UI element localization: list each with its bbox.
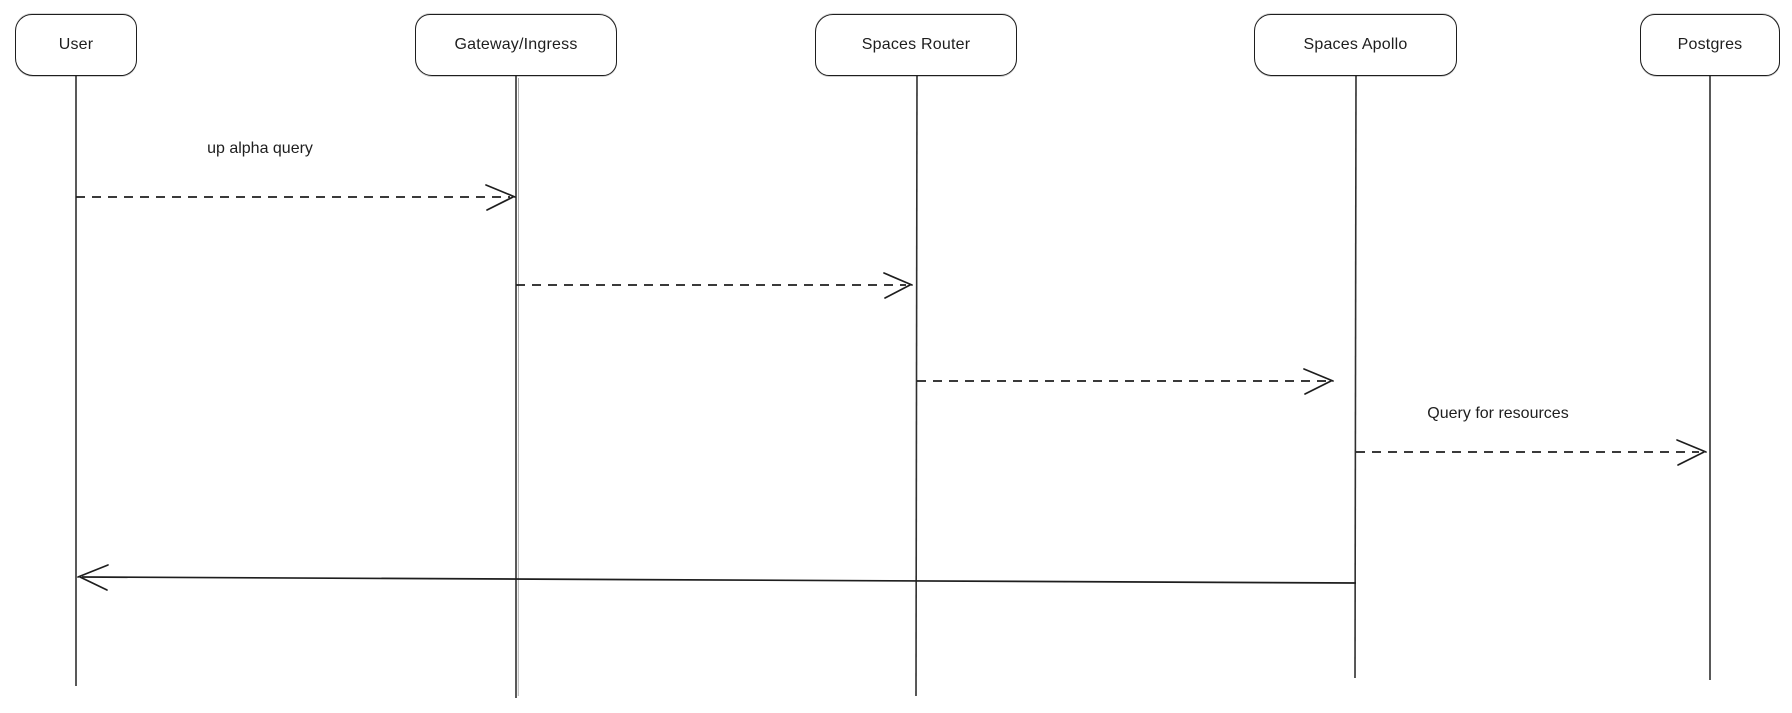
- message-label-up-alpha-query: up alpha query: [207, 140, 313, 157]
- actor-label-gateway-ingress: Gateway/Ingress: [454, 36, 578, 53]
- message-query-for-resources-arrowhead-icon: [1676, 439, 1707, 466]
- actor-label-spaces-apollo: Spaces Apollo: [1303, 36, 1408, 53]
- message-router-to-apollo-arrowhead-icon: [1303, 368, 1334, 395]
- actor-box-postgres: Postgres: [1640, 14, 1780, 76]
- message-gateway-to-router-arrowhead-icon: [883, 272, 913, 299]
- message-label-query-for-resources: Query for resources: [1427, 405, 1569, 422]
- lifeline-spaces-apollo: [1354, 75, 1357, 679]
- actor-label-spaces-router: Spaces Router: [861, 36, 971, 53]
- message-up-alpha-query-arrowhead-icon: [485, 184, 516, 211]
- actor-label-postgres: Postgres: [1677, 36, 1743, 53]
- actor-box-spaces-apollo: Spaces Apollo: [1254, 14, 1457, 76]
- actor-box-user: User: [15, 14, 137, 76]
- message-return-to-user-arrowhead-icon: [77, 564, 109, 591]
- lifeline-spaces-router: [915, 75, 918, 697]
- actor-box-spaces-router: Spaces Router: [815, 14, 1017, 76]
- actor-box-gateway-ingress: Gateway/Ingress: [415, 14, 617, 76]
- message-return-to-user-line: [81, 576, 1357, 584]
- actor-label-user: User: [58, 36, 94, 53]
